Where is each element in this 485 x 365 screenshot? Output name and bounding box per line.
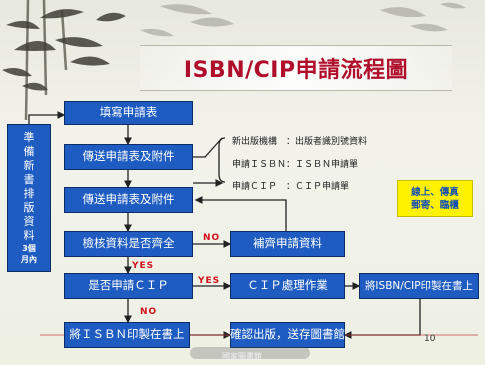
step-print-isbn: 將ＩＳＢＮ印製在書上 <box>64 322 190 348</box>
panel-char: 資 <box>23 215 35 228</box>
footer-logo-text: 國家圖書館 <box>222 352 262 361</box>
footer-logo-bar <box>190 347 310 359</box>
duration-label: 月內 <box>21 255 37 264</box>
panel-char: 書 <box>23 173 35 186</box>
label-no-2: NO <box>140 307 158 317</box>
info-line: 申請ＣＩＰ ：ＣＩＰ申請單 <box>232 182 350 192</box>
panel-char: 排 <box>23 187 35 200</box>
panel-char: 新 <box>23 159 35 172</box>
step-fill-form: 填寫申請表 <box>64 101 193 125</box>
panel-char: 準 <box>23 131 35 144</box>
step-send-form-2: 傳送申請表及附件 <box>64 187 193 213</box>
duration-label: 3個 <box>22 244 36 253</box>
step-send-form-1: 傳送申請表及附件 <box>64 144 193 170</box>
step-cip-process: ＣＩＰ處理作業 <box>230 273 345 299</box>
prep-materials-panel: 準 備 新 書 排 版 資 料 3個 月內 <box>7 124 51 272</box>
submission-channels-box: 線上、傳真 郵寄、臨櫃 <box>397 180 473 217</box>
step-check-data: 檢核資料是否齊全 <box>64 231 193 257</box>
label-yes-1: YES <box>132 261 155 271</box>
title-banner: ISBN/CIP申請流程圖 <box>140 45 452 91</box>
step-print-cip: 將ISBN/CIP印製在書上 <box>359 273 479 299</box>
info-line: 申請ＩＳＢＮ：ＩＳＢＮ申請單 <box>232 160 359 170</box>
info-line: 新出版機構 ：出版者識別號資料 <box>232 137 368 147</box>
step-confirm: 確認出版，送存圖書館 <box>230 322 345 348</box>
label-no-1: NO <box>203 233 221 243</box>
channel-line: 郵寄、臨櫃 <box>411 199 459 211</box>
panel-char: 料 <box>23 229 35 242</box>
channel-line: 線上、傳真 <box>411 186 459 198</box>
step-apply-cip: 是否申請ＣＩＰ <box>64 273 193 299</box>
label-yes-2: YES <box>198 276 221 286</box>
panel-char: 版 <box>23 201 35 214</box>
page-number: 10 <box>424 334 436 344</box>
page-title: ISBN/CIP申請流程圖 <box>183 58 409 83</box>
step-supplement: 補齊申請資料 <box>230 231 345 257</box>
panel-char: 備 <box>23 145 35 158</box>
